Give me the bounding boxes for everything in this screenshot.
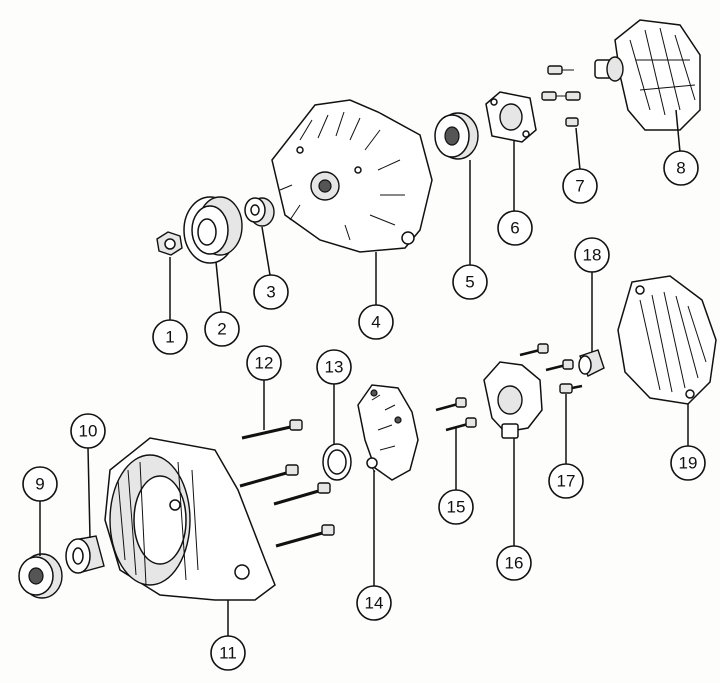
part-rectifier [357,384,419,481]
part-rectifier-screws [435,397,477,432]
part-insulator-ring [322,443,352,481]
part-through-bolts [239,419,335,548]
callout-label: 11 [219,644,237,663]
callout-15: 15 [438,489,474,525]
callout-label: 6 [510,219,519,238]
part-rotor [594,19,701,131]
part-stator-rear-housing [104,437,276,601]
callout-5: 5 [452,264,488,300]
part-pulley [183,196,243,264]
part-brush-holder [483,343,549,439]
part-rear-cover [617,275,717,405]
callout-9: 9 [22,466,58,502]
callout-3: 3 [253,274,289,310]
callout-10: 10 [70,413,106,449]
callout-label: 2 [217,320,226,339]
callout-19: 19 [670,445,706,481]
callout-label: 5 [465,273,474,292]
callout-8: 8 [663,150,699,186]
part-nut [156,231,183,256]
callout-17: 17 [548,463,584,499]
callout-6: 6 [497,210,533,246]
callout-1: 1 [152,319,188,355]
callout-label: 14 [365,594,384,613]
part-bearing-sleeve [65,535,105,574]
callout-label: 15 [447,498,466,517]
callout-label: 7 [575,177,584,196]
part-cover-screws [545,359,583,394]
callout-label: 18 [583,246,602,265]
callout-4: 4 [358,304,394,340]
callout-2: 2 [204,311,240,347]
callout-7: 7 [562,168,598,204]
part-screws [541,65,581,127]
callout-16: 16 [496,545,532,581]
callout-label: 17 [557,472,576,491]
part-front-housing [271,99,433,253]
callout-label: 8 [676,159,685,178]
callout-12: 12 [246,345,282,381]
callout-label: 12 [255,354,274,373]
callout-label: 1 [165,328,174,347]
callout-label: 19 [679,454,698,473]
callout-label: 4 [371,313,380,332]
callout-13: 13 [316,349,352,385]
callout-14: 14 [356,585,392,621]
leader-lines [39,109,689,636]
part-spacer [244,197,275,227]
callout-label: 13 [325,358,344,377]
callout-18: 18 [574,237,610,273]
part-front-bearing [434,112,479,160]
callout-label: 3 [266,283,275,302]
part-terminal-cap [578,349,605,377]
callout-label: 9 [35,475,44,494]
part-retainer-plate [485,91,537,143]
callout-11: 11 [210,635,246,671]
part-rear-bearing [18,553,63,599]
callout-label: 16 [505,554,524,573]
callout-label: 10 [79,422,98,441]
